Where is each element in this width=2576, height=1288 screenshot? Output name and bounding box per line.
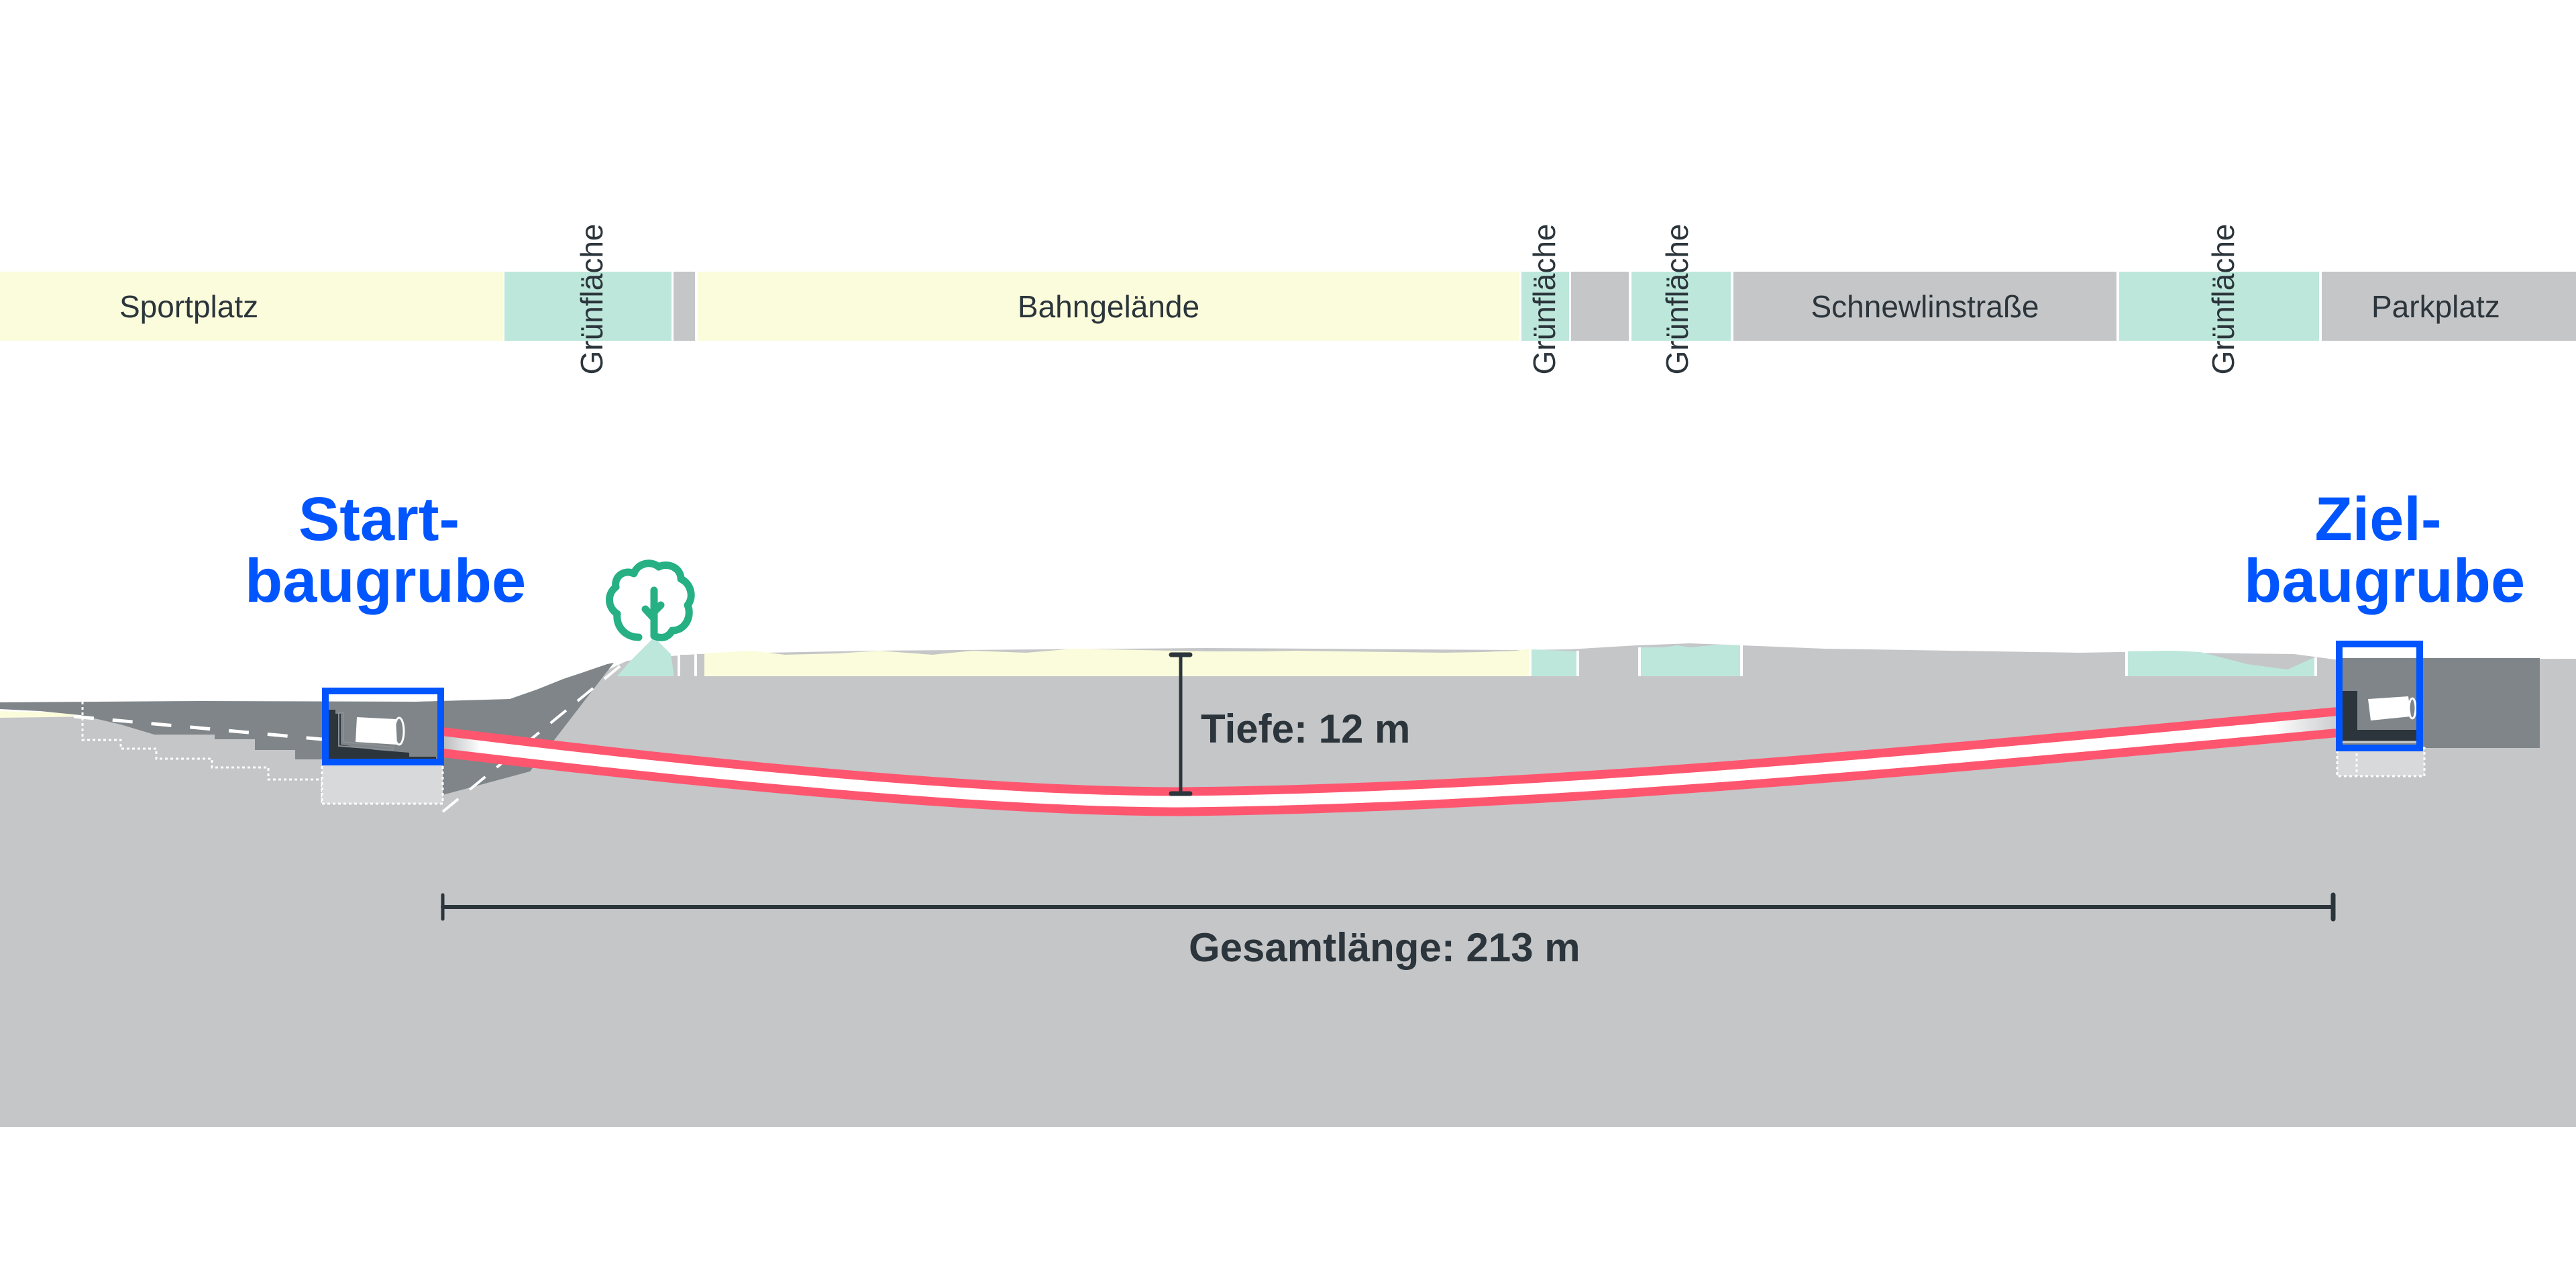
drilling-machine-icon-start (329, 704, 437, 761)
slope-dash-line-right (441, 656, 632, 813)
vertical-label-gruenflaeche: Grünfläche (2206, 223, 2241, 375)
vertical-label-gruenflaeche: Grünfläche (1660, 223, 1695, 375)
segment-gap (1571, 272, 1629, 341)
segment-gruenflaeche (1521, 272, 1569, 341)
length-measure-bar (441, 892, 2336, 922)
segment-bahngelaende: Bahngelände (698, 272, 1519, 341)
target-pit-base (2336, 747, 2426, 777)
segment-label: Sportplatz (119, 288, 259, 324)
depth-label: Tiefe: 12 m (1201, 706, 1411, 751)
start-pit-heading: Start- baugrube (245, 485, 527, 615)
tree-green-area (617, 637, 674, 676)
gruenflaeche-surface-3 (1640, 645, 1741, 676)
pipe-outline-bottom (408, 728, 2346, 816)
tree-icon (606, 559, 695, 641)
segment-sportplatz: Sportplatz (0, 272, 503, 341)
surface-dividers (678, 645, 2317, 676)
segment-label: Bahngelände (1017, 288, 1200, 324)
start-pit-base (321, 762, 444, 805)
target-pit-highlight-box (2336, 641, 2423, 751)
target-pit-heading-line2: baugrube (2244, 547, 2526, 615)
segment-gruenflaeche (2119, 272, 2319, 341)
tree-gap-rect (680, 655, 695, 676)
segment-gruenflaeche (504, 272, 672, 341)
segment-gap (674, 272, 695, 341)
gruenflaeche-surface-4 (2127, 651, 2314, 676)
slope-dash-line (73, 714, 323, 741)
segment-label: Parkplatz (2371, 288, 2500, 324)
start-pit-highlight-box (322, 688, 444, 765)
start-excavation-fill (0, 663, 614, 795)
vertical-label-gruenflaeche: Grünfläche (1527, 223, 1562, 375)
target-pit-heading-line1: Ziel- (2314, 485, 2442, 553)
drilling-machine-icon-target (2343, 658, 2420, 745)
bahngelaende-surface (704, 649, 1529, 676)
depth-measure-bar (1169, 652, 1193, 796)
target-pit-heading: Ziel- baugrube (2244, 485, 2526, 615)
start-pit-heading-line1: Start- (298, 485, 460, 553)
segment-parkplatz: Parkplatz (2322, 272, 2576, 341)
segment-gruenflaeche (1631, 272, 1731, 341)
segment-schnewlinstrasse: Schnewlinstraße (1733, 272, 2116, 341)
start-pit-heading-line2: baugrube (245, 547, 527, 615)
gruenflaeche-surface-2 (1531, 649, 1576, 676)
pipe-body (413, 714, 2341, 808)
pipe-outline-top (408, 706, 2346, 796)
excavation-steps-outline (81, 702, 323, 804)
total-length-label: Gesamtlänge: 213 m (1189, 925, 1580, 970)
segment-label: Schnewlinstraße (1811, 288, 2039, 324)
vertical-label-gruenflaeche: Grünfläche (574, 223, 609, 375)
pipe-fade-target (2214, 714, 2341, 741)
